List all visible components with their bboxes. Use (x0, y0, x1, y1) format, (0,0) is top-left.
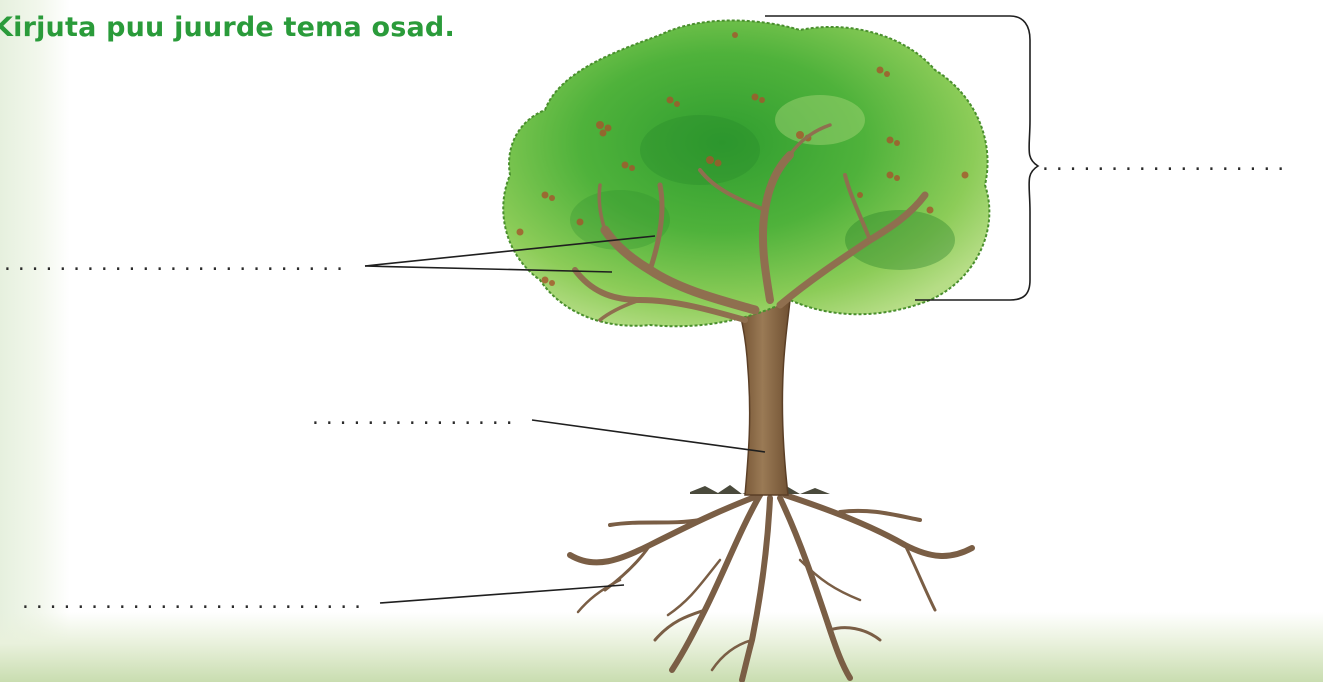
crown-answer-blank[interactable]: .................. (1040, 154, 1290, 175)
roots-answer-blank[interactable]: ......................... (20, 592, 366, 613)
trunk-leader-line (531, 419, 766, 453)
tree-branches (572, 123, 929, 323)
roots-leader-line (379, 584, 625, 604)
branches-leader-line-2 (364, 265, 613, 273)
trunk-answer-blank[interactable]: ............... (310, 408, 518, 429)
ground-gradient (0, 612, 1323, 682)
tree-roots (567, 492, 975, 682)
left-background-haze (0, 0, 70, 682)
branches-leader-line (364, 235, 656, 267)
tree-crown (502, 19, 991, 328)
crown-brace (765, 15, 1040, 301)
tree-trunk (733, 299, 791, 496)
worksheet-title: Kirjuta puu juurde tema osad. (0, 12, 455, 43)
crown-fruit-speckles (516, 32, 969, 286)
branches-answer-blank[interactable]: ......................... (2, 254, 348, 275)
label-leader-lines (364, 15, 1040, 604)
